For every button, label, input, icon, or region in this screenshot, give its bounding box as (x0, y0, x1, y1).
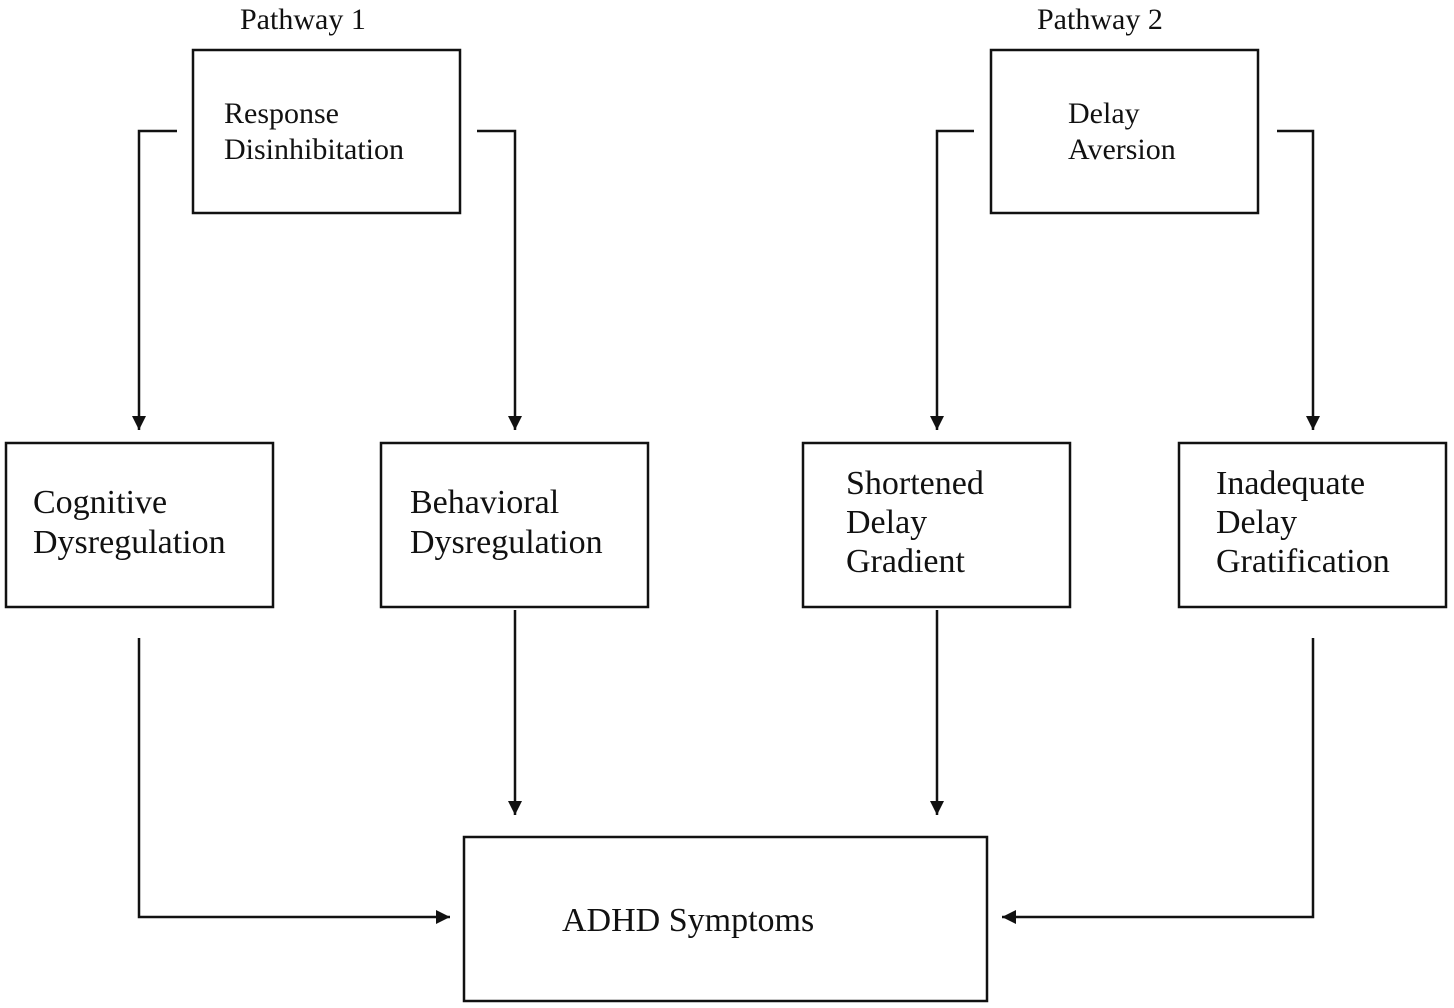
cognitive-dysregulation-line-1: Cognitive (33, 484, 168, 521)
arrow-inadequate-to-adhd (1002, 638, 1315, 924)
cognitive-dysregulation-text: Cognitive Dysregulation (33, 483, 226, 563)
box-delay-aversion (989, 48, 1260, 215)
inadequate-delay-gratification-line-1: Inadequate (1216, 465, 1366, 502)
pathway-1-label: Pathway 1 (240, 3, 366, 36)
inadequate-delay-gratification-line-2: Delay (1216, 504, 1298, 541)
shortened-delay-gradient-line-1: Shortened (846, 465, 984, 502)
arrow-to-behavioral-dysregulation (477, 129, 522, 430)
arrow-to-shortened-delay-gradient (930, 129, 974, 430)
response-disinhibition-line-1: Response (224, 97, 339, 130)
arrow-to-cognitive-dysregulation (132, 129, 177, 430)
delay-aversion-text: Delay Aversion (1068, 96, 1176, 168)
response-disinhibition-line-2: Disinhibitation (224, 133, 404, 166)
shortened-delay-gradient-line-2: Delay (846, 504, 928, 541)
delay-aversion-line-2: Aversion (1068, 133, 1176, 166)
box-inadequate-delay-gratification (1177, 441, 1448, 609)
arrow-cognitive-to-adhd (137, 638, 450, 924)
behavioral-dysregulation-text: Behavioral Dysregulation (410, 483, 603, 563)
shortened-delay-gradient-line-3: Gradient (846, 543, 965, 580)
adhd-symptoms-text: ADHD Symptoms (562, 902, 815, 939)
box-cognitive-dysregulation (4, 441, 275, 609)
shortened-delay-gradient-text: Shortened Delay Gradient (846, 464, 984, 581)
response-disinhibition-text: Response Disinhibitation (224, 96, 404, 168)
inadequate-delay-gratification-text: Inadequate Delay Gratification (1216, 464, 1390, 581)
box-adhd-symptoms (462, 835, 989, 1003)
arrow-to-inadequate-delay-gratification (1277, 129, 1320, 430)
box-behavioral-dysregulation (379, 441, 650, 609)
pathway-2-label: Pathway 2 (1037, 3, 1163, 36)
behavioral-dysregulation-line-2: Dysregulation (410, 524, 603, 561)
box-shortened-delay-gradient (801, 441, 1072, 609)
cognitive-dysregulation-line-2: Dysregulation (33, 524, 226, 561)
behavioral-dysregulation-line-1: Behavioral (410, 484, 560, 521)
delay-aversion-line-1: Delay (1068, 97, 1140, 130)
box-response-disinhibition (191, 48, 462, 215)
inadequate-delay-gratification-line-3: Gratification (1216, 543, 1390, 580)
